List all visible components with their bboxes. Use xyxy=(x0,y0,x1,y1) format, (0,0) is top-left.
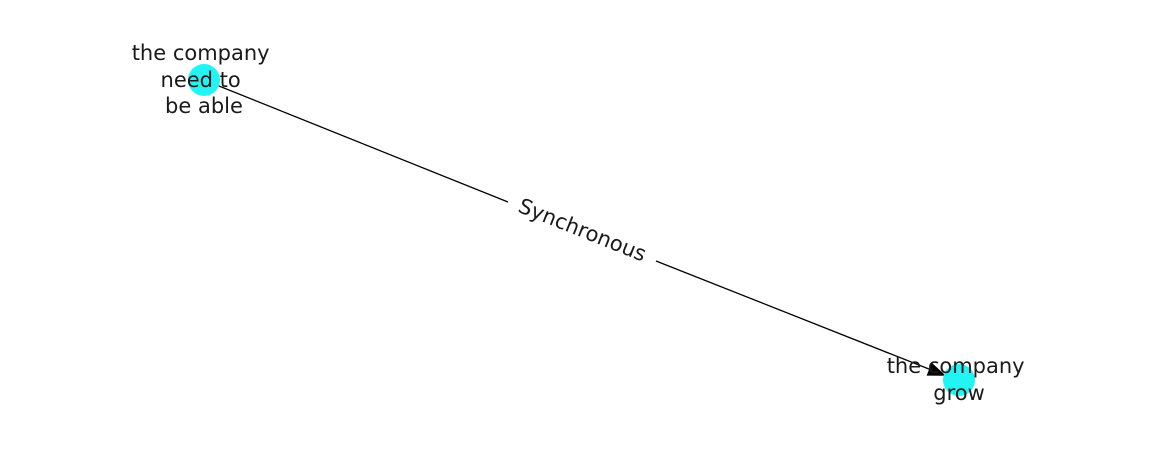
node-circle xyxy=(943,364,975,396)
node-circle xyxy=(188,64,220,96)
node-the-company-grow: the company grow xyxy=(887,354,1032,405)
edge-line-segment-start xyxy=(203,79,509,203)
node-label-line: grow xyxy=(933,381,985,405)
edge-synchronous: Synchronous xyxy=(203,79,946,376)
node-label-line: need to xyxy=(161,68,241,92)
node-label-line: the company xyxy=(132,41,270,65)
node-label: the company need to be able xyxy=(132,41,277,118)
node-the-company-need-to-be-able: the company need to be able xyxy=(132,41,277,118)
node-label: the company grow xyxy=(887,354,1032,405)
node-label-line: be able xyxy=(165,94,243,118)
edge-line-segment-end xyxy=(655,260,946,376)
node-label-line: the company xyxy=(887,354,1025,378)
edge-label: Synchronous xyxy=(515,194,650,267)
